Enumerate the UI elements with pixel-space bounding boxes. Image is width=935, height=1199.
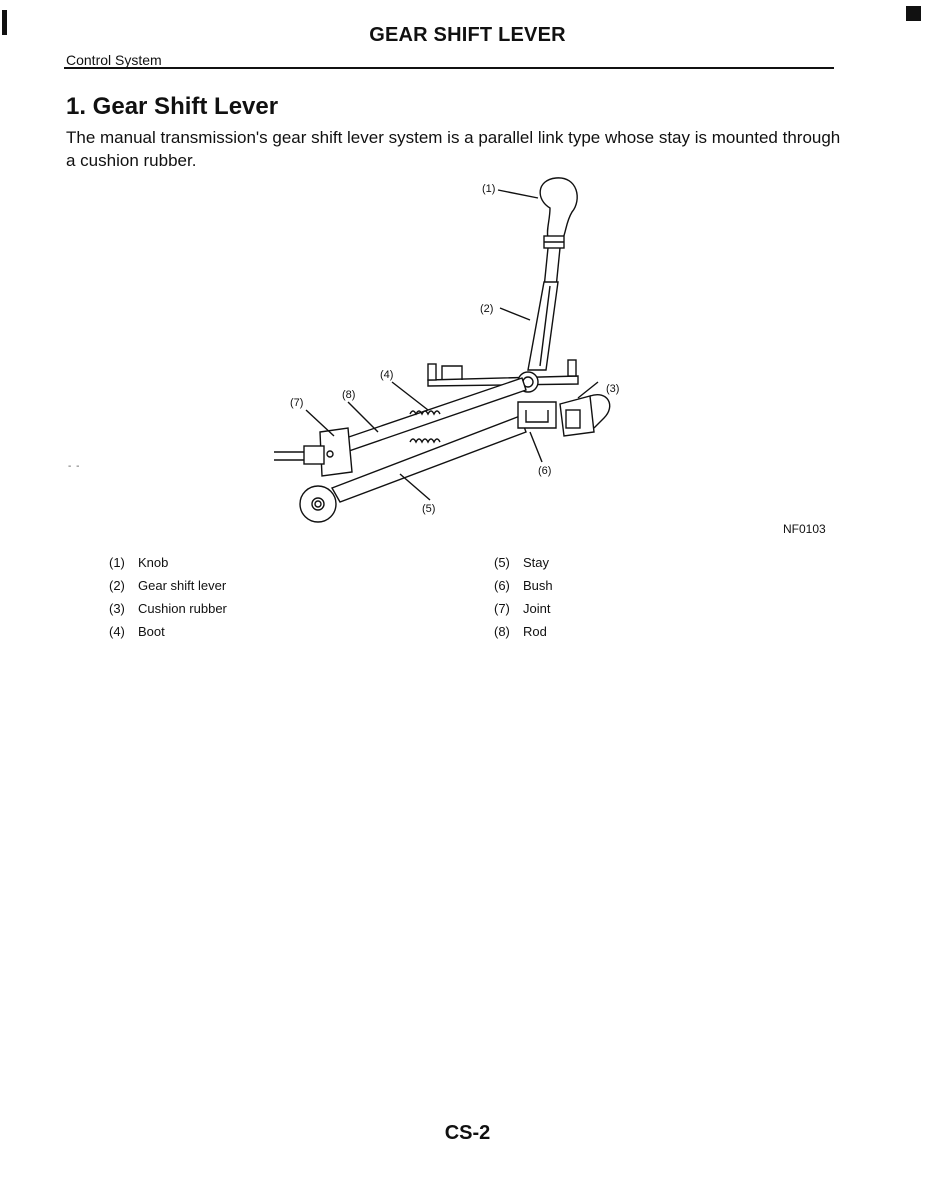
boot-bellows-lower (409, 438, 441, 444)
legend-number: (3) (109, 601, 125, 616)
page-number: CS-2 (444, 1122, 491, 1144)
legend-label: Stay (523, 555, 550, 570)
legend-item: (2) Gear shift lever (109, 578, 227, 601)
mount-wheel (299, 485, 337, 523)
page-edge-mark (2, 10, 7, 35)
stay-bar (330, 415, 527, 503)
legend-number: (5) (494, 555, 510, 570)
running-header-title: GEAR SHIFT LEVER (369, 24, 566, 46)
callout-4: (4) (380, 369, 393, 381)
callout-8: (8) (342, 389, 355, 401)
corner-index-mark (906, 6, 921, 21)
gear-shift-lever-diagram: (1) (2) (3) (4) (5) (6) (7) (8) (260, 170, 640, 530)
boot-bellows-upper (409, 410, 441, 416)
intro-paragraph: The manual transmission's gear shift lev… (66, 128, 841, 170)
legend-left-column: (1) Knob (2) Gear shift lever (3) Cushio… (109, 555, 227, 647)
legend-number: (4) (109, 624, 125, 639)
legend-number: (8) (494, 624, 510, 639)
page-title: 1. Gear Shift Lever (66, 93, 279, 120)
legend-right-column: (5) Stay (6) Bush (7) Joint (8) Rod (494, 555, 553, 647)
lever-tube (527, 281, 559, 371)
legend-label: Gear shift lever (138, 578, 227, 593)
scan-artifact: - - (68, 461, 81, 472)
callout-2: (2) (480, 303, 493, 315)
legend-item: (4) Boot (109, 624, 227, 647)
callout-3: (3) (606, 383, 619, 395)
legend-number: (2) (109, 578, 125, 593)
bush-bracket (517, 401, 557, 429)
legend-item: (3) Cushion rubber (109, 601, 227, 624)
legend-label: Rod (523, 624, 547, 639)
legend-label: Bush (523, 578, 553, 593)
legend-item: (1) Knob (109, 555, 227, 578)
legend-label: Knob (138, 555, 169, 570)
header-rule (64, 67, 834, 69)
joint-housing (319, 427, 353, 477)
callout-7: (7) (290, 397, 303, 409)
figure-code: NF0103 (783, 522, 826, 536)
legend-number: (1) (109, 555, 125, 570)
legend-number: (7) (494, 601, 510, 616)
knob-shape (539, 177, 578, 239)
callout-6: (6) (538, 465, 551, 477)
callout-5: (5) (422, 503, 435, 515)
legend-item: (7) Joint (494, 601, 553, 624)
legend-item: (6) Bush (494, 578, 553, 601)
gear-shift-lever-illustration: (1) (2) (3) (4) (5) (6) (7) (8) (274, 177, 619, 523)
legend-item: (8) Rod (494, 624, 553, 647)
cushion-rubber (559, 395, 595, 437)
callout-1: (1) (482, 183, 495, 195)
legend-label: Cushion rubber (138, 601, 227, 616)
legend-label: Boot (138, 624, 165, 639)
section-label: Control System (66, 52, 162, 68)
legend-number: (6) (494, 578, 510, 593)
legend-item: (5) Stay (494, 555, 553, 578)
legend-label: Joint (523, 601, 551, 616)
